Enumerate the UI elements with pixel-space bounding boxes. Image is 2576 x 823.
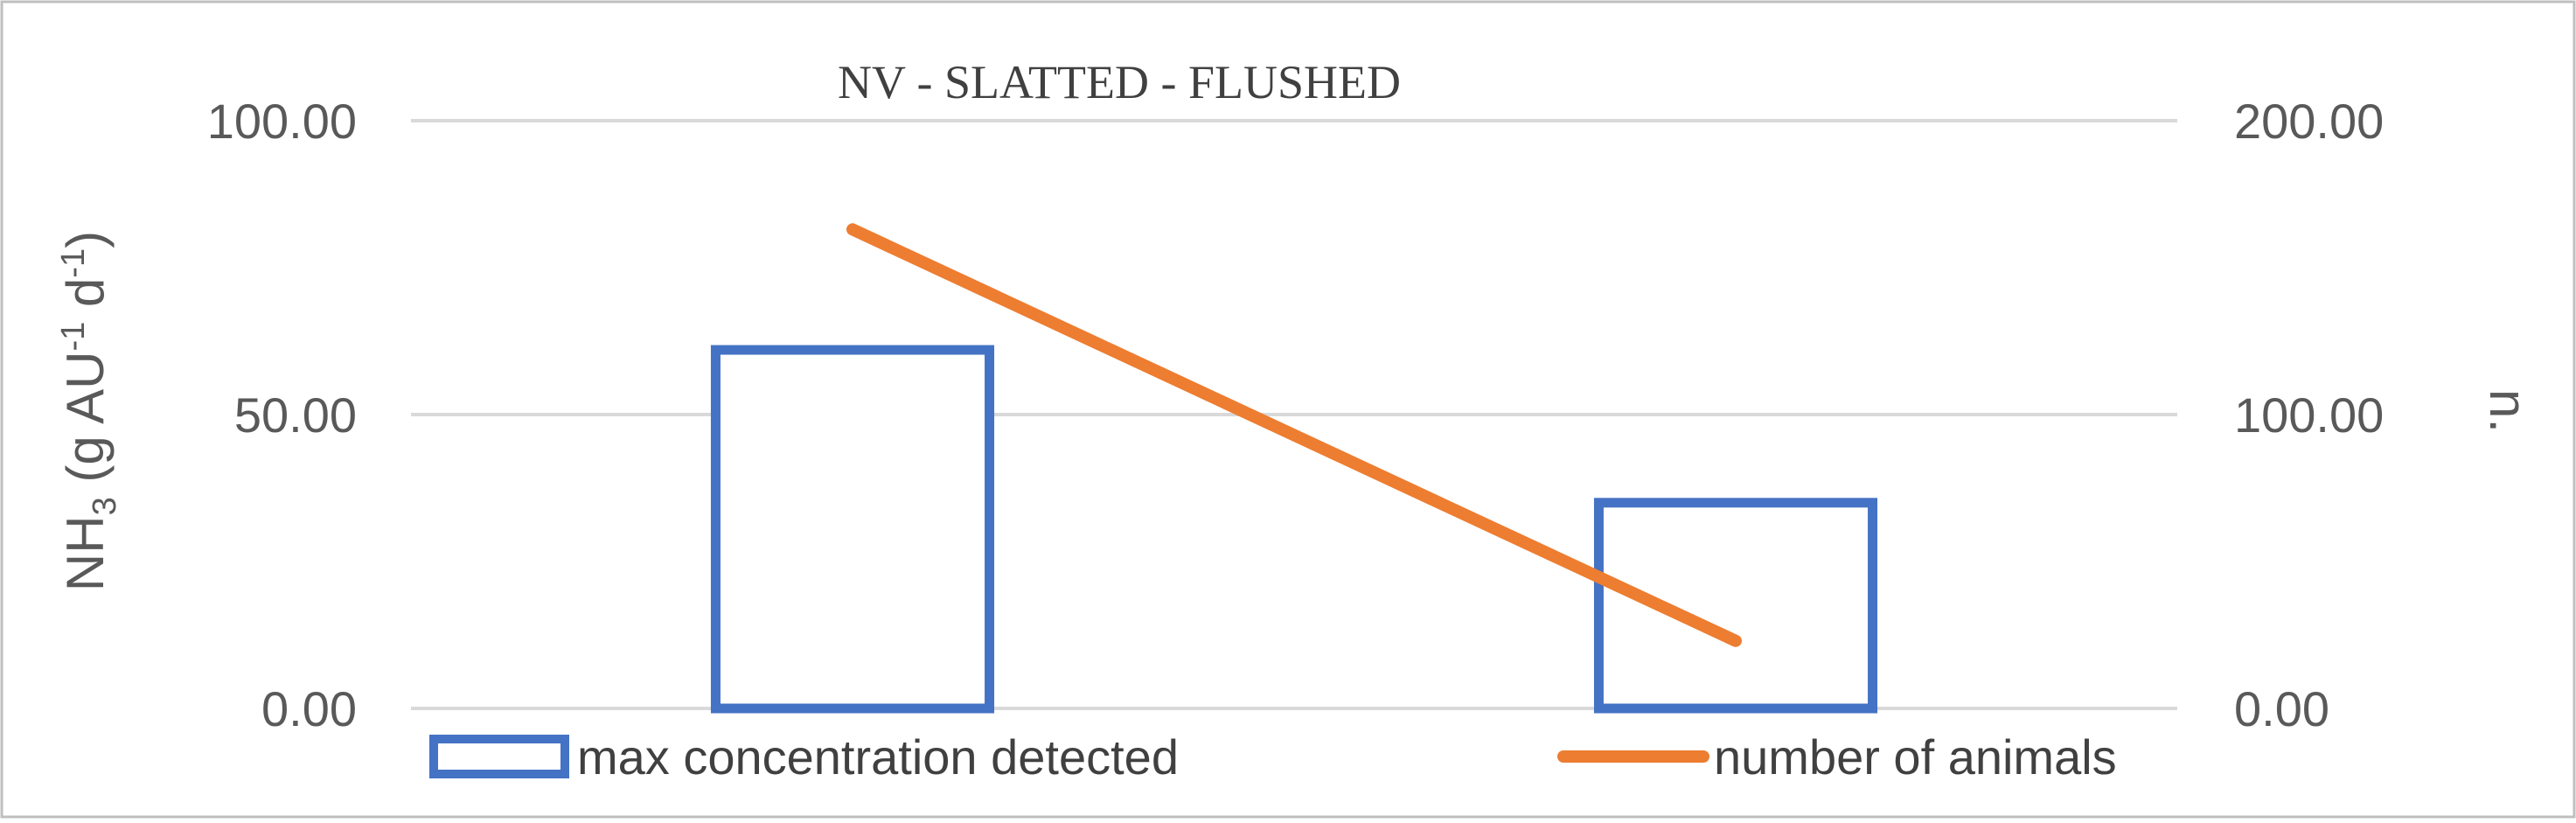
bar: [710, 345, 995, 714]
line-series: [846, 223, 1742, 647]
legend: max concentration detected number of ani…: [429, 729, 2117, 785]
chart-title: NV - SLATTED - FLUSHED: [838, 56, 1401, 108]
y2-axis-title: n.: [2479, 389, 2538, 433]
y2-tick-label: 100.00: [2234, 387, 2384, 443]
y2-tick-label: 0.00: [2234, 681, 2329, 736]
y2-tick-label: 200.00: [2234, 94, 2384, 149]
y-tick-label: 0.00: [261, 681, 357, 736]
bar: [1593, 498, 1878, 714]
legend-swatch-bar: [429, 735, 569, 778]
y-axis-title: NH3 (g AU-1 d-1): [55, 231, 123, 591]
y-tick-label: 100.00: [207, 94, 357, 149]
y-tick-label: 50.00: [234, 387, 357, 443]
legend-label-bar: max concentration detected: [577, 729, 1179, 785]
legend-label-line: number of animals: [1714, 729, 2117, 785]
